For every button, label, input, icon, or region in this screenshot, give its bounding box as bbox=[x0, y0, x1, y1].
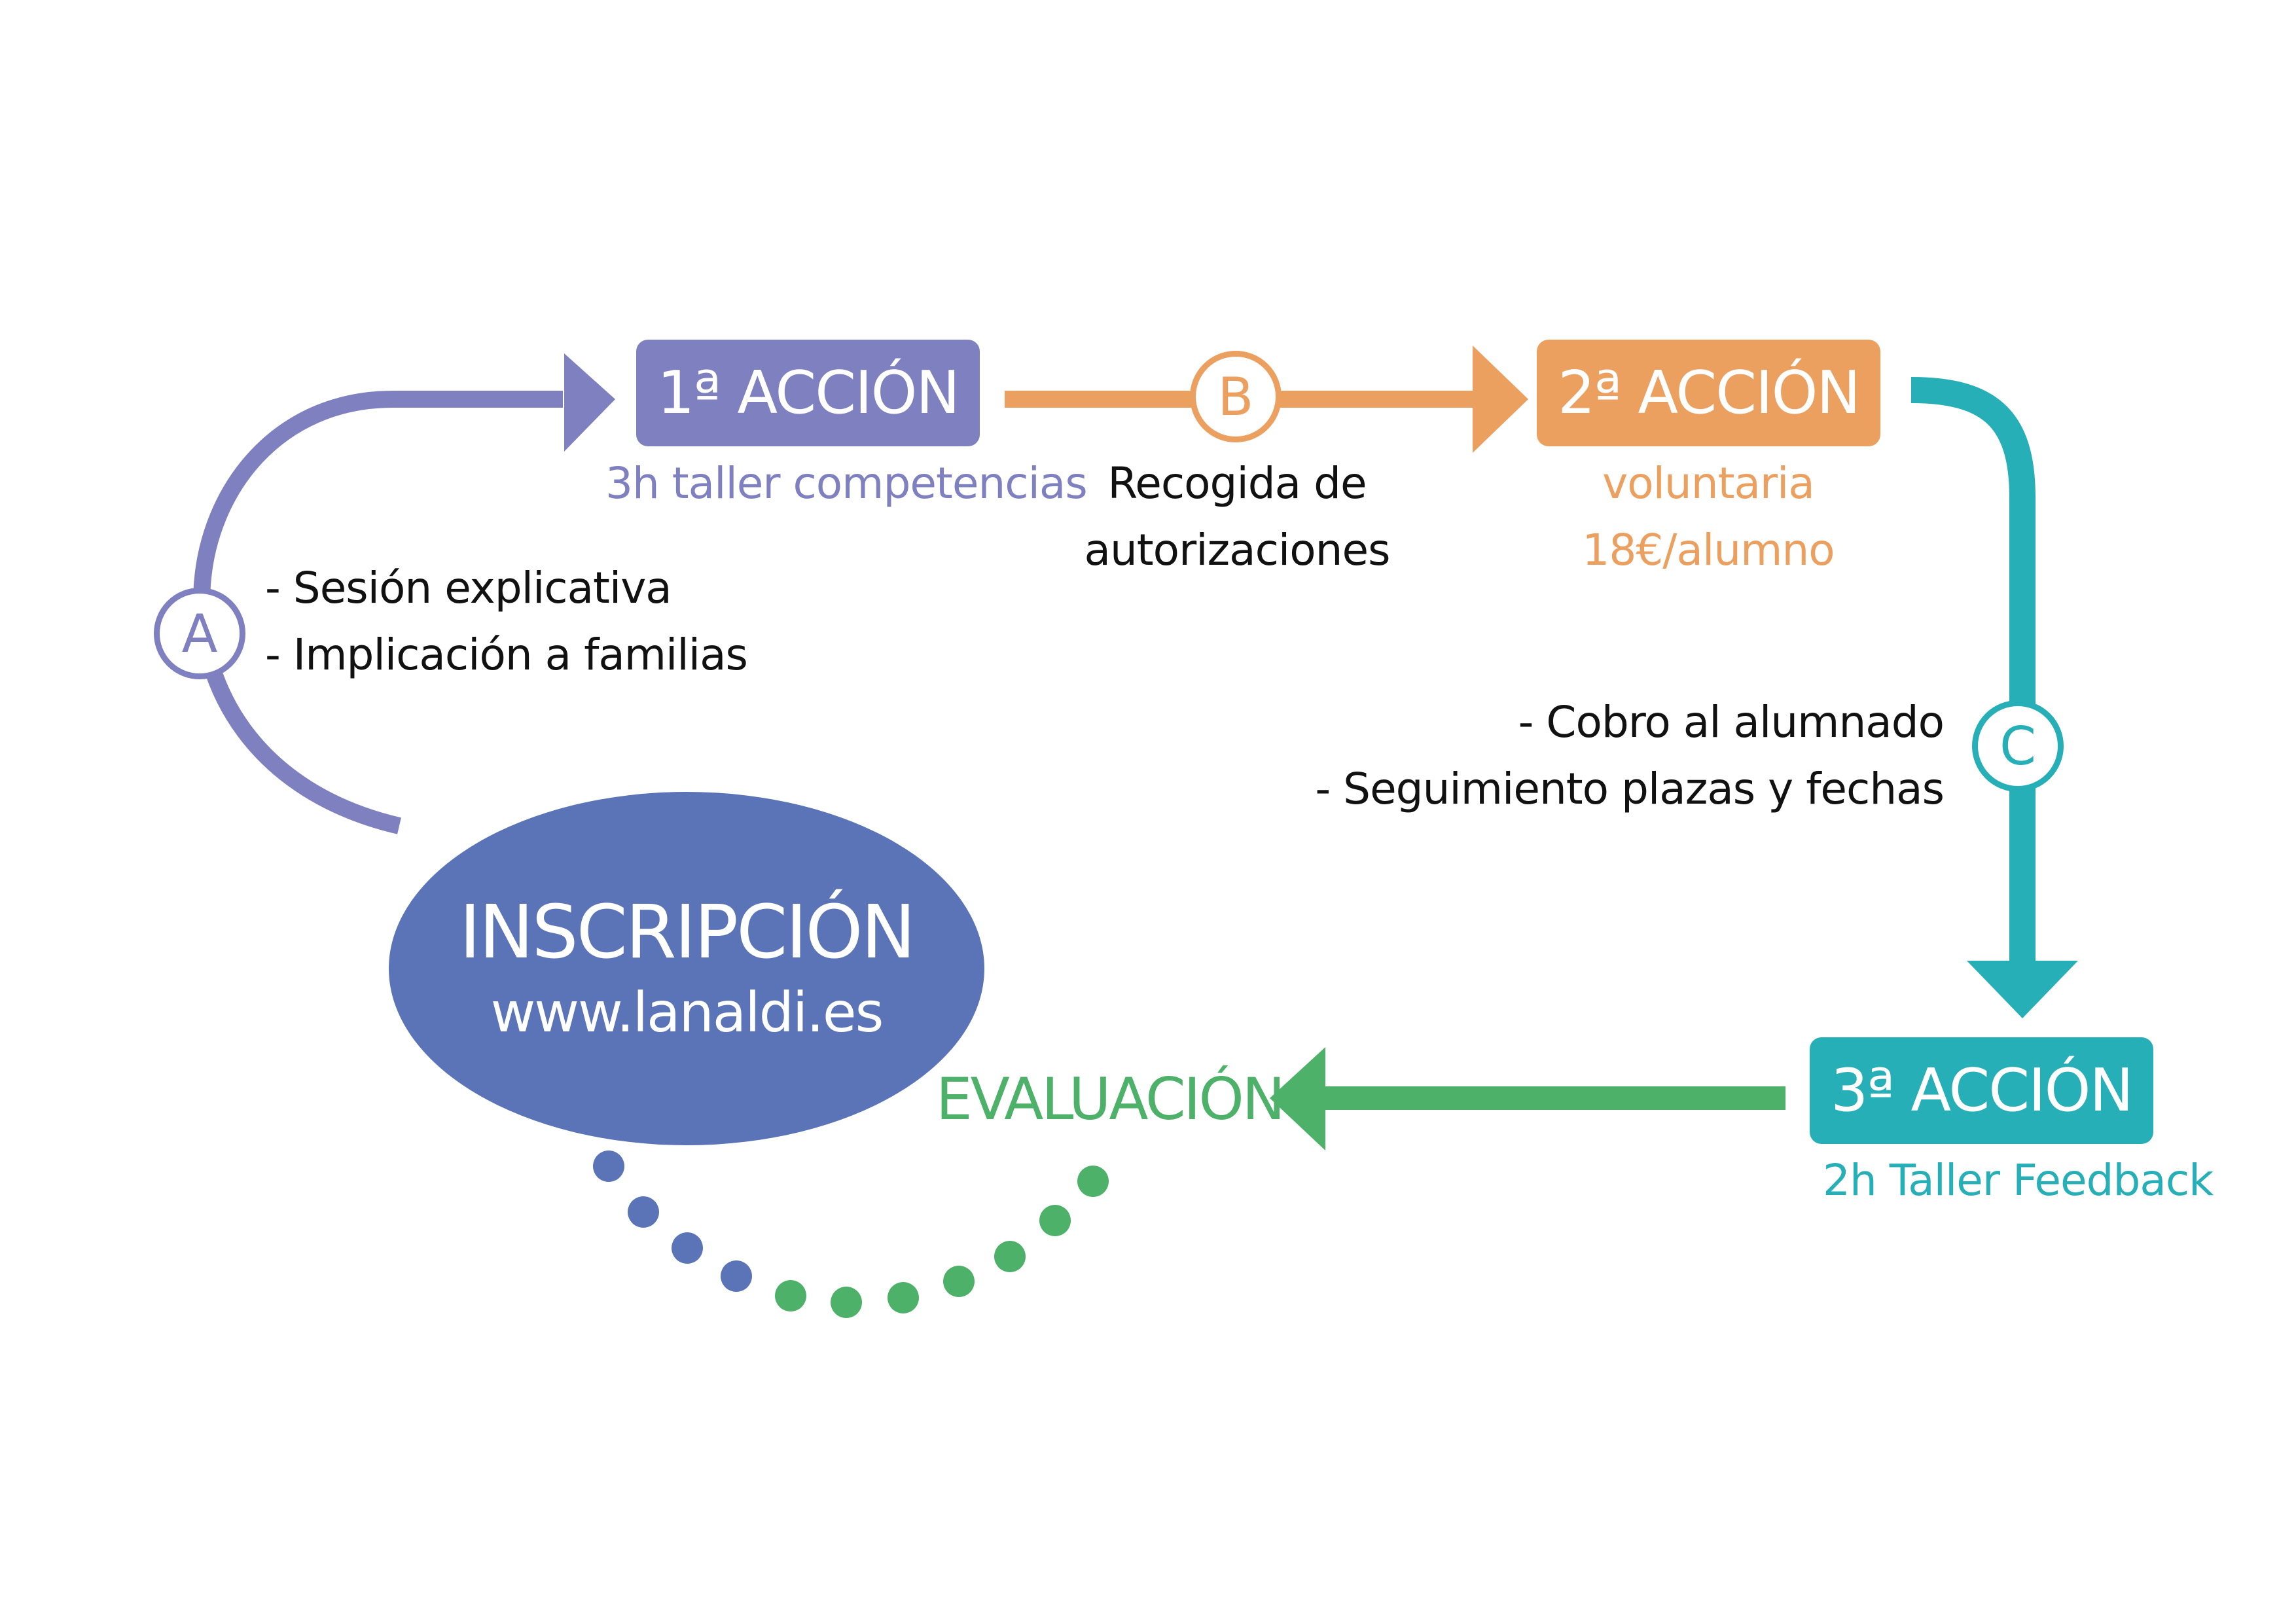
arrow-a-head bbox=[564, 353, 615, 452]
loop-dot bbox=[831, 1287, 862, 1318]
inscripcion-title: INSCRIPCIÓN bbox=[459, 890, 916, 976]
accion-2-subtitle-2: 18€/alumno bbox=[1582, 525, 1835, 575]
accion-2-subtitle-1: voluntaria bbox=[1602, 458, 1815, 508]
step-b-note-1: Recogida de bbox=[1107, 458, 1367, 508]
loop-dot bbox=[628, 1196, 659, 1228]
evaluacion-label: EVALUACIÓN bbox=[936, 1065, 1285, 1133]
accion-1-box: 1ª ACCIÓN bbox=[636, 340, 980, 446]
inscripcion-node: INSCRIPCIÓN www.lanaldi.es bbox=[389, 792, 984, 1145]
accion-3-subtitle: 2h Taller Feedback bbox=[1823, 1155, 2214, 1205]
accion-2-label: 2ª ACCIÓN bbox=[1558, 359, 1861, 427]
accion-3-box: 3ª ACCIÓN bbox=[1810, 1037, 2153, 1144]
loop-dot bbox=[1039, 1205, 1071, 1236]
step-c-circle: C bbox=[1972, 700, 2064, 792]
step-a-note-2: - Implicación a familias bbox=[265, 630, 748, 680]
step-c-letter: C bbox=[2000, 715, 2036, 777]
accion-2-box: 2ª ACCIÓN bbox=[1537, 340, 1880, 446]
accion-1-label: 1ª ACCIÓN bbox=[657, 359, 960, 427]
arrow-b-head bbox=[1473, 346, 1528, 453]
inscripcion-url: www.lanaldi.es bbox=[490, 980, 884, 1044]
loop-dot bbox=[994, 1241, 1026, 1272]
arrow-a-curve bbox=[193, 391, 563, 834]
loop-dot bbox=[775, 1280, 806, 1311]
step-b-letter: B bbox=[1217, 366, 1254, 427]
accion-3-label: 3ª ACCIÓN bbox=[1831, 1056, 2134, 1125]
step-a-note-1: - Sesión explicativa bbox=[265, 563, 672, 613]
loop-dot bbox=[721, 1260, 752, 1292]
step-b-circle: B bbox=[1190, 351, 1282, 442]
loop-dot bbox=[943, 1266, 975, 1297]
loop-dot bbox=[672, 1232, 703, 1264]
loop-dot bbox=[593, 1150, 624, 1182]
arrow-evaluation-head bbox=[1270, 1047, 1325, 1150]
step-c-note-2: - Seguimiento plazas y fechas bbox=[1315, 764, 1945, 814]
step-a-letter: A bbox=[181, 603, 218, 664]
arrow-c-curve bbox=[1910, 377, 2036, 962]
loop-dot bbox=[1077, 1166, 1109, 1197]
step-c-note-1: - Cobro al alumnado bbox=[1518, 697, 1945, 747]
accion-1-subtitle: 3h taller competencias bbox=[605, 458, 1088, 508]
loop-dot bbox=[888, 1282, 919, 1313]
step-a-circle: A bbox=[154, 588, 245, 679]
arrow-c-head bbox=[1967, 961, 2078, 1018]
step-b-note-2: autorizaciones bbox=[1084, 525, 1391, 575]
